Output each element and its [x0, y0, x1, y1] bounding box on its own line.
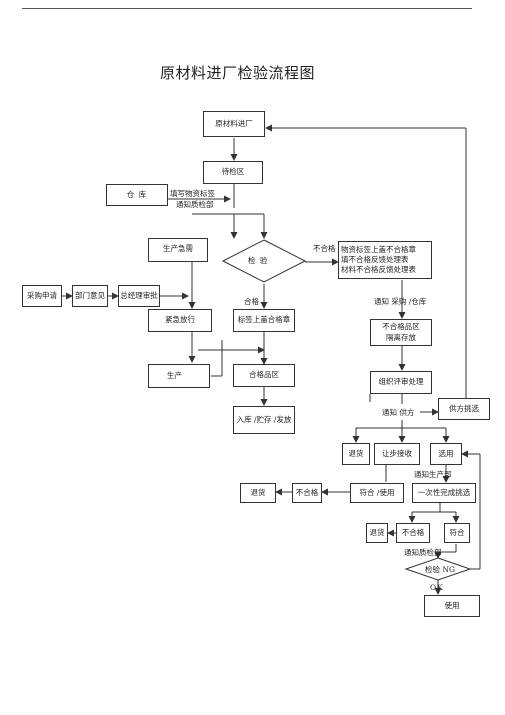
return-goods-3-box: 退货: [366, 523, 388, 543]
notify-supplier-label: 通知 供方: [382, 408, 415, 417]
qualified-label: 合格: [244, 297, 259, 306]
inspection-decision-diamond: [221, 239, 307, 283]
conform-3-box: 符合: [444, 523, 470, 543]
nc-form-line-2: 填不合格反馈处理表: [341, 254, 409, 264]
inspect-ng-label: 检验 NG: [425, 565, 455, 574]
return-goods-box: 退货: [342, 443, 370, 465]
inspection-decision-label: 检 验: [248, 256, 269, 265]
one-time-select-box: 一次性完成挑选: [412, 483, 476, 503]
nonconform-2-box: 不合格: [292, 483, 322, 503]
store-issue-box: 入库 /贮存 /发放: [233, 406, 295, 434]
nonconforming-area-box: 不合格品区 隔离存放: [370, 319, 432, 346]
review-process-box: 组织评审处理: [370, 371, 432, 394]
urgent-production-box: 生产急需: [148, 238, 208, 262]
ok-label: OK: [430, 583, 444, 592]
warehouse-note-tag: 填写物资标签: [170, 189, 215, 198]
notify-purchase-warehouse-label: 通知 采购 /仓库: [374, 297, 427, 306]
emergency-release-box: 紧急放行: [148, 309, 212, 332]
nc-form-line-1: 物资标签上盖不合格章: [341, 244, 416, 254]
qualified-area-box: 合格品区: [233, 364, 295, 387]
nonconforming-forms-box: 物资标签上盖不合格章 填不合格反馈处理表 材料不合格反馈处理表: [338, 241, 432, 279]
use-box: 使用: [424, 595, 480, 617]
manager-approval-box: 总经理审批: [118, 285, 160, 307]
conform-use-box: 符合 /使用: [350, 483, 404, 503]
qualified-stamp-box: 标签上盖合格章: [233, 309, 295, 332]
nc-form-line-3: 材料不合格反馈处理表: [341, 265, 416, 275]
notify-qc-label: 通知质检部: [404, 548, 442, 557]
warehouse-box: 仓 库: [106, 184, 168, 206]
production-box: 生产: [148, 364, 210, 388]
nc-area-line-2: 隔离存放: [386, 332, 416, 342]
nc-area-line-1: 不合格品区: [382, 322, 420, 332]
purchase-request-box: 采购申请: [22, 285, 62, 307]
concession-box: 让步接收: [374, 443, 420, 465]
top-rule: [22, 8, 472, 9]
raw-material-entry-box: 原材料进厂: [203, 111, 265, 137]
nonconforming-label: 不合格: [313, 244, 336, 253]
sorting-box: 选用: [430, 443, 462, 465]
supplier-select-box: 供方挑选: [438, 398, 490, 420]
ng-decision-diamond: [404, 557, 472, 581]
inspection-area-box: 待检区: [203, 161, 263, 184]
warehouse-note-notify: 通知质检部: [176, 200, 214, 209]
notify-production-label: 通知生产部: [414, 470, 452, 479]
dept-opinion-box: 部门意见: [72, 285, 108, 307]
return-goods-2-box: 退货: [240, 483, 276, 503]
nonconform-3-box: 不合格: [396, 523, 430, 543]
page-title: 原材料进厂检验流程图: [160, 64, 316, 82]
